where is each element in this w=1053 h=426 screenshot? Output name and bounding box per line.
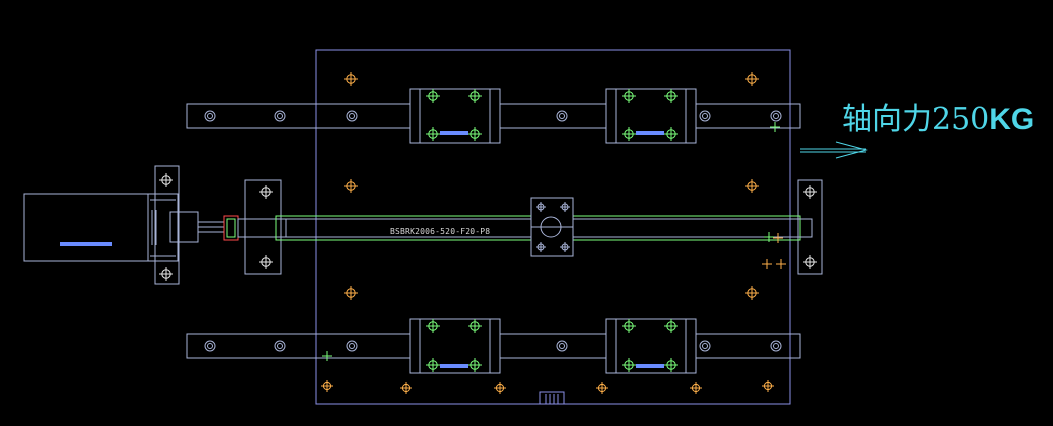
crosshair-bolt-icon [745,179,759,193]
crosshair-bolt-icon [426,358,440,372]
axial-force-label: 轴向力250KG [842,100,1034,140]
plate-tab [539,391,565,405]
motor-flange-fins [150,199,176,257]
circle-hole-icon [556,110,568,122]
crosshair-bolt-icon [622,89,636,103]
crosshair-bolt-icon [426,127,440,141]
flexible-coupling [223,215,239,241]
plate-tab-slots [545,394,559,404]
circle-hole-icon [770,110,782,122]
crosshair-bolt-icon [773,233,783,243]
crosshair-bolt-icon [560,242,570,252]
crosshair-bolt-icon [344,72,358,86]
crosshair-bolt-icon [622,319,636,333]
crosshair-bolt-icon [536,202,546,212]
circle-hole-icon [274,340,286,352]
crosshair-bolt-icon [468,127,482,141]
crosshair-bolt-icon [803,255,817,269]
bolt-markers [159,72,817,394]
coupling-housing [169,211,199,243]
crosshair-bolt-icon [622,127,636,141]
crosshair-bolt-icon [259,185,273,199]
crosshair-bolt-icon [745,72,759,86]
crosshair-bolt-icon [159,173,173,187]
circle-hole-icon [204,340,216,352]
ball-screw-end [797,218,813,238]
force-arrow-icon [800,141,868,159]
crosshair-bolt-icon [776,259,786,269]
crosshair-bolt-icon [321,380,333,392]
circle-hole-icon [346,340,358,352]
circle-hole-icon [346,110,358,122]
force-label-prefix: 轴向力 [842,102,932,137]
crosshair-bolt-icon [596,382,608,394]
crosshair-bolt-icon [762,259,772,269]
crosshair-bolt-icon [400,382,412,394]
fixed-support-block [244,179,282,275]
crosshair-bolt-icon [344,179,358,193]
crosshair-bolt-icon [159,267,173,281]
crosshair-bolt-icon [764,232,774,242]
stepper-motor-body [23,193,149,262]
circle-hole-icon [770,340,782,352]
crosshair-bolt-icon [560,202,570,212]
circle-hole-icon [204,110,216,122]
motor-mount-plate [154,165,180,285]
carriage-grease-bars [440,131,664,368]
motor-label-bar [60,242,112,246]
crosshair-bolt-icon [426,319,440,333]
crosshair-bolt-icon [664,358,678,372]
crosshair-bolt-icon [536,242,546,252]
crosshair-bolt-icon [664,319,678,333]
crosshair-bolt-icon [468,319,482,333]
circle-hole-icon [699,340,711,352]
circle-hole-icon [274,110,286,122]
force-label-value: 250 [932,102,990,137]
crosshair-bolt-icon [322,351,332,361]
crosshair-bolt-icon [494,382,506,394]
crosshair-bolt-icon [770,122,780,132]
crosshair-bolt-icon [426,89,440,103]
crosshair-bolt-icon [259,255,273,269]
force-label-unit: KG [989,103,1035,136]
circle-hole-icon [699,110,711,122]
flexible-coupling-inner [226,218,236,238]
crosshair-bolt-icon [468,358,482,372]
ballscrew-model-label: BSBRK2006-520-F20-P8 [390,227,491,236]
crosshair-bolt-icon [664,89,678,103]
crosshair-bolt-icon [468,89,482,103]
crosshair-bolt-icon [344,286,358,300]
crosshair-bolt-icon [762,380,774,392]
crosshair-bolt-icon [803,185,817,199]
circle-hole-icon [556,340,568,352]
carriage-inner-lines [419,89,687,373]
rail-mount-holes [204,110,782,352]
crosshair-bolt-icon [622,358,636,372]
crosshair-bolt-icon [690,382,702,394]
crosshair-bolt-icon [745,286,759,300]
crosshair-bolt-icon [664,127,678,141]
motor-flange [147,193,179,262]
